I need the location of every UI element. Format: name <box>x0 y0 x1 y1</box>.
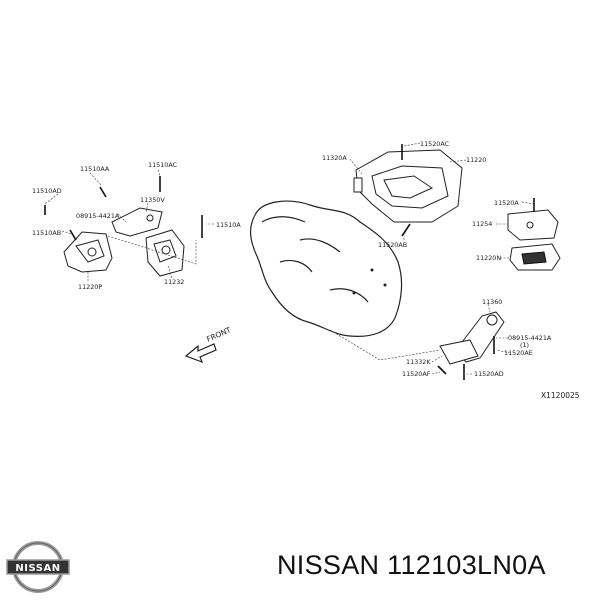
bracket-11350v <box>111 207 163 237</box>
engine-mount-11220p <box>63 231 113 273</box>
label-11520a: 11520A <box>494 199 519 207</box>
label-11520ae: 11520AE <box>504 349 533 357</box>
label-11510ac-left: 11510AC <box>148 161 178 169</box>
label-11254: 11254 <box>472 220 492 228</box>
nissan-logo-text: NISSAN <box>15 563 60 574</box>
label-11510ad: 11510AD <box>32 187 62 195</box>
front-arrow: FRONT <box>184 325 233 364</box>
label-11320a: 11320A <box>322 154 347 162</box>
label-11520ac: 11520AC <box>420 140 450 148</box>
label-11332k: 11332K <box>406 358 431 366</box>
label-11220p: 11220P <box>78 283 102 291</box>
bracket-11332k <box>439 339 479 365</box>
engine-mount-11220 <box>353 149 463 223</box>
label-11220: 11220 <box>466 156 486 164</box>
bolt-11510ab <box>69 229 77 241</box>
label-11232: 11232 <box>164 278 184 286</box>
bolt-11520ab <box>401 223 411 237</box>
label-08915-right: 08915-4421A <box>508 334 552 342</box>
nissan-logo: NISSAN <box>6 541 70 593</box>
bolt-11510aa <box>99 186 107 198</box>
diagram-code: X1120025 <box>541 391 580 400</box>
label-11510a: 11510A <box>216 221 241 229</box>
bolt-11520af <box>437 365 447 375</box>
leader-lines <box>44 142 535 375</box>
label-08915-left: 08915-4421A <box>76 212 120 220</box>
engine-mount-11232 <box>145 229 185 277</box>
insulator-11220n <box>509 243 561 271</box>
label-11520af: 11520AF <box>402 370 431 378</box>
label-11520ad: 11520AD <box>474 370 504 378</box>
bracket-11254 <box>507 209 559 241</box>
part-caption: NISSAN 112103LN0A <box>277 550 546 580</box>
label-11360: 11360 <box>482 298 502 306</box>
label-qty: (1) <box>520 341 529 349</box>
engine-outline <box>250 200 403 337</box>
label-11510aa: 11510AA <box>80 165 110 173</box>
label-11520ab: 11520AB <box>378 241 407 249</box>
label-11350v: 11350V <box>140 196 165 204</box>
front-label: FRONT <box>205 325 232 344</box>
label-11220n: 11220N <box>476 254 501 262</box>
label-11510ab: 11510AB <box>32 229 61 237</box>
